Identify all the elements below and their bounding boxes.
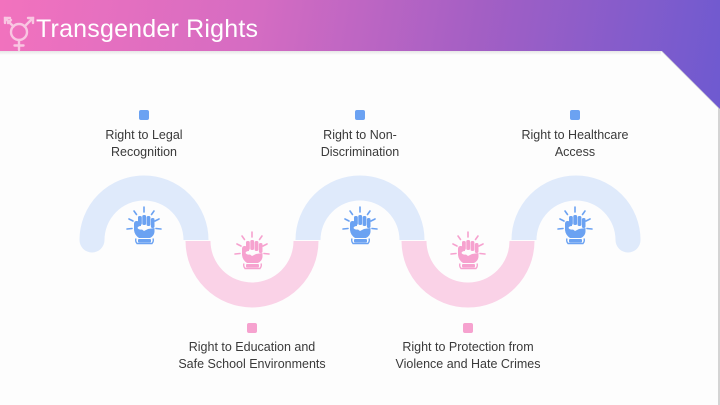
arc-blue-3 [511,175,641,241]
marker-legal-recognition [139,110,149,120]
marker-education [247,323,257,333]
arc-blue-2 [295,175,425,241]
label-non-discrimination: Right to Non- Discrimination [320,128,400,159]
marker-protection [463,323,473,333]
arc-pink-1 [185,240,319,308]
header-shadow [0,51,661,55]
label-protection: Right to Protection from Violence and Ha… [395,340,541,371]
label-healthcare: Right to Healthcare Access [521,128,629,159]
title-area: Transgender Rights [2,12,258,52]
raised-fist-icon [553,205,597,249]
arc-blue-1 [79,175,209,241]
raised-fist-icon [446,230,490,274]
raised-fist-icon [122,205,166,249]
label-legal-recognition: Right to Legal Recognition [105,128,183,159]
arc-pink-2 [401,240,535,308]
label-education: Right to Education and Safe School Envir… [178,340,326,371]
transgender-symbol-icon [3,16,35,52]
page-title: Transgender Rights [36,14,259,43]
marker-healthcare [570,110,580,120]
marker-non-discrimination [355,110,365,120]
raised-fist-icon [230,230,274,274]
raised-fist-icon [338,205,382,249]
